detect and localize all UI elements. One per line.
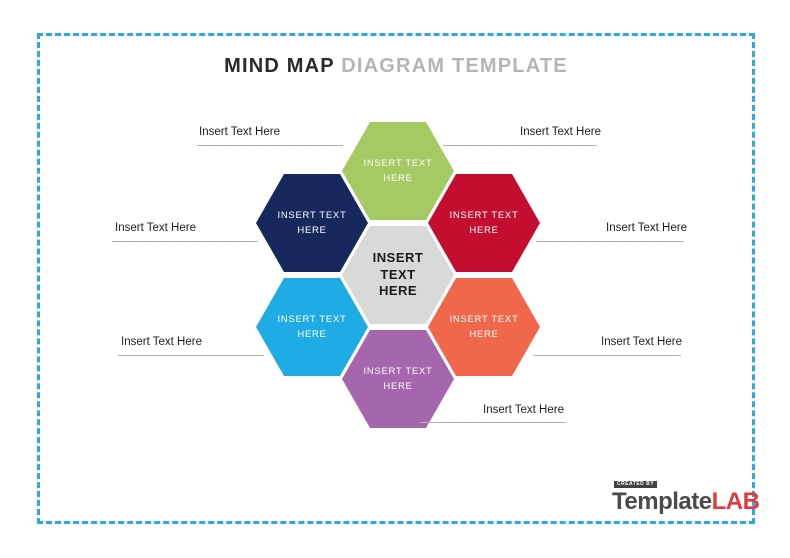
callout-bottom-left-line bbox=[118, 355, 264, 356]
page-title: MIND MAP DIAGRAM TEMPLATE bbox=[37, 55, 755, 78]
templatelab-logo: CREATED BY TemplateLAB bbox=[612, 473, 760, 515]
logo-created-by-text: CREATED BY bbox=[614, 481, 658, 488]
hexagon-bottom-label: INSERT TEXT HERE bbox=[363, 365, 433, 392]
callout-middle-left: Insert Text Here bbox=[115, 222, 196, 234]
callout-bottom-center-line bbox=[420, 422, 566, 423]
hexagon-bottom-left-label: INSERT TEXT HERE bbox=[277, 313, 347, 340]
callout-bottom-right-line bbox=[533, 355, 681, 356]
callout-middle-left-line bbox=[112, 241, 258, 242]
callout-bottom-left: Insert Text Here bbox=[121, 336, 202, 348]
logo-brand-primary: Template bbox=[612, 488, 712, 515]
hexagon-bottom-right-label: INSERT TEXT HERE bbox=[449, 313, 519, 340]
logo-brand-text: TemplateLAB bbox=[612, 488, 760, 515]
page-title-primary: MIND MAP bbox=[224, 55, 335, 77]
hexagon-top-label: INSERT TEXT HERE bbox=[363, 157, 433, 184]
callout-top-left: Insert Text Here bbox=[199, 126, 280, 138]
callout-middle-right-line bbox=[536, 241, 684, 242]
callout-middle-right: Insert Text Here bbox=[606, 222, 687, 234]
hexagon-top-right-label: INSERT TEXT HERE bbox=[449, 209, 519, 236]
hexagon-top-left-label: INSERT TEXT HERE bbox=[277, 209, 347, 236]
callout-bottom-center: Insert Text Here bbox=[483, 404, 564, 416]
dashed-page-border bbox=[37, 33, 755, 524]
callout-top-right-line bbox=[443, 145, 597, 146]
callout-top-right: Insert Text Here bbox=[520, 126, 601, 138]
logo-brand-accent: LAB bbox=[711, 488, 760, 515]
page-title-secondary: DIAGRAM TEMPLATE bbox=[341, 55, 568, 77]
hexagon-center-label: INSERT TEXT HERE bbox=[372, 249, 424, 299]
callout-bottom-right: Insert Text Here bbox=[601, 336, 682, 348]
callout-top-left-line bbox=[197, 145, 343, 146]
